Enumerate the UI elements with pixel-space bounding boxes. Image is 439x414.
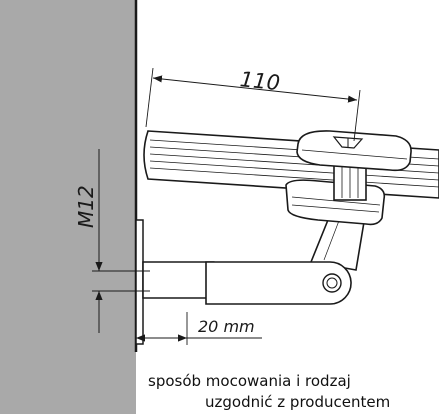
glass-clamp (285, 130, 412, 226)
dimension-m12 (92, 149, 150, 333)
wall (0, 0, 138, 414)
dimension-label-110: 110 (239, 67, 281, 95)
dimension-label-m12: M12 (74, 185, 98, 228)
dimension-label-20mm: 20 mm (198, 317, 255, 336)
caption-line-2: uzgodnić z producentem (205, 393, 391, 411)
hinge-joint (205, 261, 352, 305)
dimension-110 (145, 67, 361, 142)
wall-plate (135, 219, 144, 345)
dimension-20mm (136, 312, 262, 345)
caption-line-1: sposób mocowania i rodzaj (148, 372, 351, 390)
